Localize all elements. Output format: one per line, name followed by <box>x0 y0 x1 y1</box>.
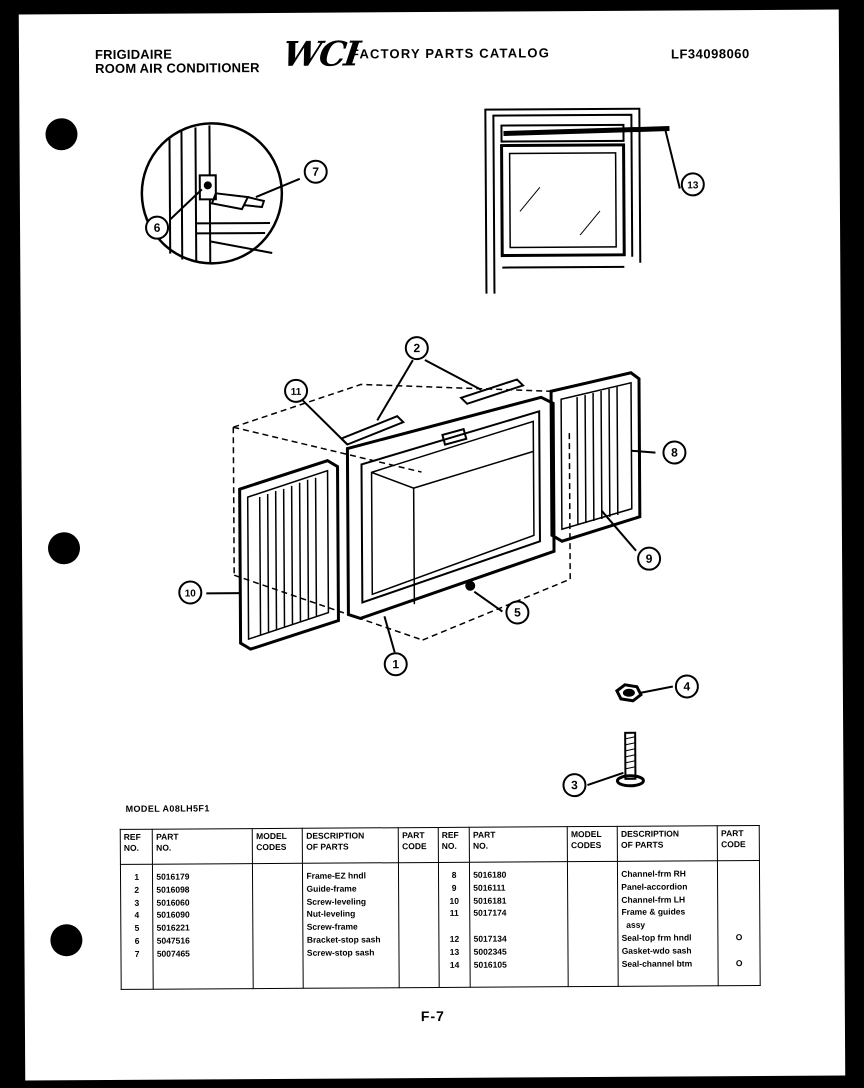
right-descriptions: Channel-frm RH Panel-accordion Channel-f… <box>617 860 719 987</box>
callout-7 <box>303 159 328 184</box>
header-part-no: PART NO. <box>469 826 568 863</box>
header-description: DESCRIPTION OF PARTS <box>302 827 399 864</box>
header-part-code: PART CODE <box>398 827 439 863</box>
page-number: F-7 <box>420 1007 445 1025</box>
header-part-no: PART NO. <box>152 828 253 865</box>
header-description: DESCRIPTION OF PARTS <box>617 825 718 862</box>
table-body-row: 1 2 3 4 5 6 7 5016179 5016098 5016060 50… <box>120 860 761 990</box>
left-part-codes <box>398 862 440 988</box>
callout-label-1: 1 <box>392 657 399 671</box>
left-ref-numbers: 1 2 3 4 5 6 7 <box>120 864 154 990</box>
parts-list-table: REF NO. PART NO. MODEL CODES DESCRIPTION… <box>120 825 761 990</box>
catalog-page: FRIGIDAIRE ROOM AIR CONDITIONER WCI FACT… <box>18 9 846 1081</box>
callout-label-11: 11 <box>291 387 302 398</box>
callout-3 <box>562 773 587 798</box>
callout-label-10: 10 <box>185 588 197 599</box>
header-model-codes: MODEL CODES <box>252 828 303 864</box>
callout-label-13: 13 <box>687 180 699 191</box>
left-model-codes <box>252 863 304 989</box>
right-part-codes: O O <box>717 860 761 986</box>
callout-label-4: 4 <box>683 679 690 693</box>
callout-label-5: 5 <box>514 605 521 619</box>
callout-2 <box>404 336 429 361</box>
bracket-detail-view <box>140 122 284 265</box>
model-number: MODEL A08LH5F1 <box>125 803 210 814</box>
callout-10 <box>178 580 203 605</box>
callout-11 <box>284 378 309 403</box>
leveling-hardware <box>614 683 645 788</box>
callout-label-9: 9 <box>646 552 653 566</box>
right-part-numbers: 5016180 5016111 5016181 5017174 5017134 … <box>469 861 569 988</box>
left-part-numbers: 5016179 5016098 5016060 5016090 5016221 … <box>152 863 254 990</box>
callout-6 <box>145 215 170 240</box>
header-ref-no: REF NO. <box>438 827 470 863</box>
header-ref-no: REF NO. <box>120 829 153 865</box>
callout-1 <box>383 652 408 677</box>
callout-5 <box>505 600 530 625</box>
frame-assembly <box>232 371 642 651</box>
callout-9 <box>637 546 662 571</box>
callout-label-2: 2 <box>413 341 420 355</box>
header-part-code: PART CODE <box>717 825 760 861</box>
callout-label-8: 8 <box>671 445 678 459</box>
window-sash-view <box>484 107 670 294</box>
table-header-row: REF NO. PART NO. MODEL CODES DESCRIPTION… <box>120 825 760 865</box>
callout-4 <box>674 674 699 699</box>
right-model-codes <box>567 861 619 987</box>
callout-13 <box>680 172 705 197</box>
callout-label-7: 7 <box>312 165 319 179</box>
callout-8 <box>662 440 687 465</box>
header-model-codes: MODEL CODES <box>567 826 618 862</box>
callout-label-3: 3 <box>571 778 578 792</box>
left-descriptions: Frame-EZ hndl Guide-frame Screw-leveling… <box>302 862 400 989</box>
callout-label-6: 6 <box>154 221 161 235</box>
right-ref-numbers: 8 9 10 11 12 13 14 <box>438 862 471 988</box>
exploded-parts-diagram: 7 6 13 2 11 8 9 10 5 1 4 3 <box>140 107 705 798</box>
